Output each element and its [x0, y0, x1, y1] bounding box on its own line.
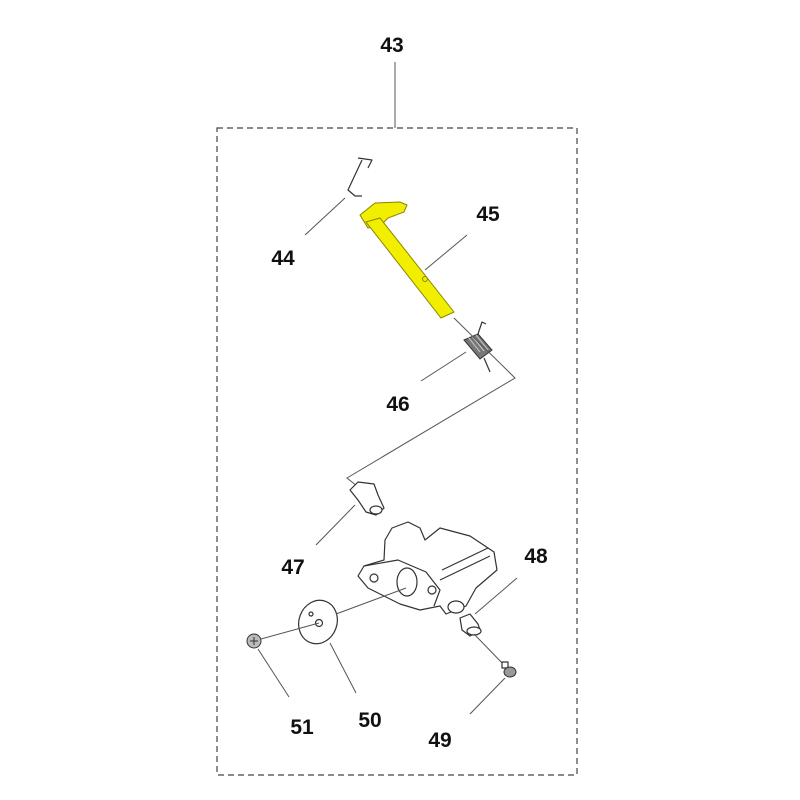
leader-49 — [469, 677, 506, 715]
leader-48 — [474, 577, 518, 615]
leader-51 — [257, 648, 290, 698]
part-47-bushing[interactable] — [349, 481, 385, 516]
axis-50 — [335, 587, 407, 615]
label-45: 45 — [476, 203, 500, 226]
label-46: 46 — [386, 393, 409, 416]
label-50: 50 — [358, 709, 381, 732]
part-45-throttle-shaft[interactable] — [359, 201, 455, 319]
leader-50 — [329, 642, 357, 694]
axis-48-49 — [473, 633, 507, 668]
assembly-axis-line — [346, 317, 516, 487]
axis-51 — [260, 622, 320, 640]
label-51: 51 — [290, 716, 314, 739]
label-49: 49 — [428, 729, 451, 752]
part-51-screw[interactable] — [246, 633, 262, 649]
label-48: 48 — [524, 545, 548, 568]
assembly-boundary — [216, 127, 578, 776]
label-44: 44 — [271, 247, 295, 270]
part-49-screw[interactable] — [501, 661, 517, 678]
leader-44 — [304, 197, 346, 236]
part-44-wire-link[interactable] — [347, 157, 373, 197]
leader-45 — [424, 234, 468, 271]
carburetor-body[interactable] — [357, 521, 498, 615]
leader-46 — [420, 351, 467, 382]
label-47: 47 — [281, 556, 304, 579]
part-50-throttle-disc[interactable] — [293, 595, 344, 649]
part-48-bushing[interactable] — [459, 613, 482, 637]
leader-47 — [315, 504, 356, 546]
label-43: 43 — [380, 34, 403, 57]
part-46-spring[interactable] — [463, 321, 493, 373]
